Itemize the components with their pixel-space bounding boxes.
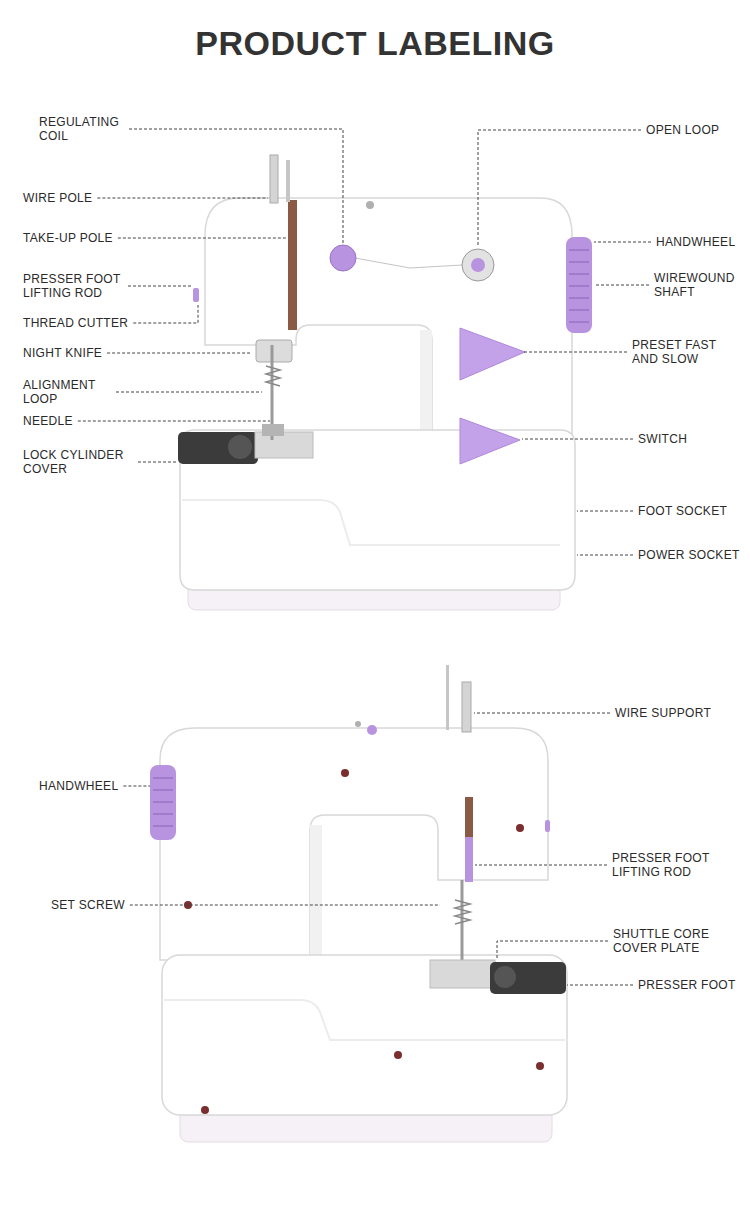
leader-line [577,555,633,556]
part-label: WIRE POLE [22,191,93,205]
part-label: OPEN LOOP [645,123,720,137]
leader-line [130,905,440,906]
part-label: TAKE-UP POLE [22,231,114,245]
leader-line [123,786,150,787]
leader-line [474,713,610,714]
leader-line [78,421,270,422]
leader-line [475,865,607,866]
part-label: LOCK CYLINDER COVER [22,448,134,476]
title: PRODUCT LABELING [0,24,750,63]
part-label: HANDWHEEL [38,779,119,793]
leader-line [577,511,633,512]
part-label: SHUTTLE CORE COVER PLATE [612,927,719,955]
part-label: PRESSER FOOT [637,978,737,992]
part-label: WIREWOUND SHAFT [653,271,743,299]
leader-line [594,242,651,243]
part-label: PRESET FAST AND SLOW [631,338,728,366]
part-label: REGULATING COIL [38,115,125,143]
leader-line [497,941,608,958]
part-label: FOOT SOCKET [637,504,728,518]
leader-line [128,286,191,287]
leader-line [129,129,343,244]
leader-line [118,238,286,239]
part-label: PRESSER FOOT LIFTING ROD [611,851,713,879]
leader-line [594,285,649,286]
part-label: SWITCH [637,432,688,446]
leader-line [107,353,250,354]
leader-line [522,439,633,440]
part-label: NIGHT KNIFE [22,346,103,360]
part-label: NEEDLE [22,414,74,428]
part-label: ALIGNMENT LOOP [22,378,112,406]
leader-line [478,130,641,247]
leader-line [133,305,198,323]
part-label: WIRE SUPPORT [614,706,712,720]
part-label: POWER SOCKET [637,548,741,562]
part-label: PRESSER FOOT LIFTING ROD [22,272,124,300]
leader-line [524,352,627,353]
leader-line [138,462,176,463]
part-label: THREAD CUTTER [22,316,129,330]
part-label: HANDWHEEL [655,235,736,249]
leader-line [97,198,268,199]
leader-line [116,392,262,393]
part-label: SET SCREW [50,898,126,912]
leader-line [567,985,633,986]
